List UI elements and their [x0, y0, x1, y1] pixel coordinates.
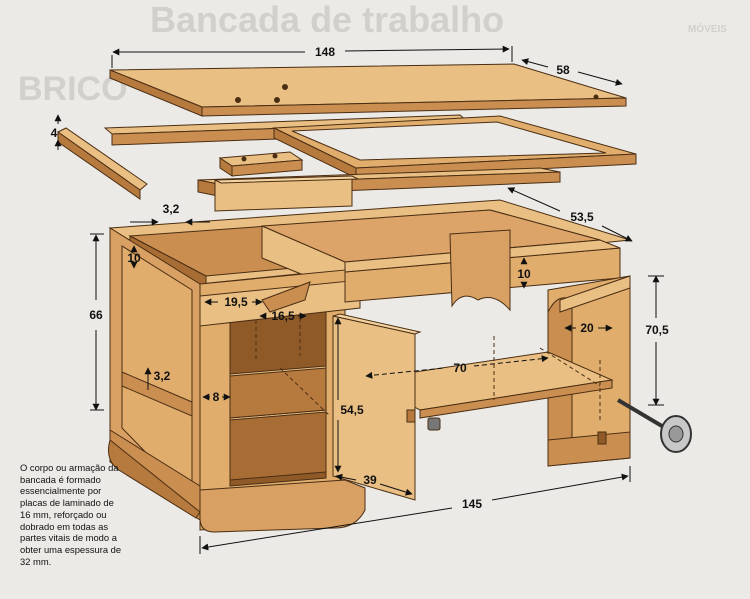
small-block — [218, 151, 304, 177]
dim-top-length: 148 — [315, 45, 335, 59]
dim-door-width: 39 — [363, 473, 377, 487]
edge-strip — [57, 127, 148, 200]
vise-handwheel — [616, 398, 692, 453]
hidden-lines — [255, 318, 601, 420]
dim-side-panel: 3,2 — [154, 369, 171, 383]
dim-rear-span: 20 — [580, 321, 594, 335]
dim-top-depth: 58 — [556, 63, 570, 77]
dim-post-width: 8 — [213, 390, 220, 404]
caption: O corpo ou armação da bancada é formado … — [20, 462, 122, 567]
dim-body-depth: 53,5 — [570, 210, 594, 224]
bg-section-label: MÓVEIS — [688, 22, 727, 35]
workbench-body — [108, 199, 631, 533]
dim-drawer-width: 19,5 — [224, 295, 248, 309]
dim-rail-height-left: 10 — [127, 251, 141, 265]
bg-title: Bancada de trabalho — [150, 0, 504, 40]
dim-wall-thickness: 3,2 — [163, 202, 180, 216]
dim-edge-strip: 4 — [51, 126, 58, 140]
dim-door-height: 54,5 — [340, 403, 364, 417]
dim-body-height: 66 — [89, 308, 103, 322]
top-frame — [272, 115, 637, 179]
dim-drawer-inner: 16,5 — [271, 309, 295, 323]
top-board — [109, 63, 627, 117]
dim-shelf-length: 70 — [453, 361, 467, 375]
dimension-lines — [54, 45, 664, 554]
bg-left-heading: BRICO — [18, 70, 128, 108]
drawer-front-plank — [214, 175, 359, 212]
dim-rail-height-right: 10 — [517, 267, 531, 281]
dim-total-length: 145 — [462, 497, 482, 511]
dim-leg-height: 70,5 — [645, 323, 669, 337]
